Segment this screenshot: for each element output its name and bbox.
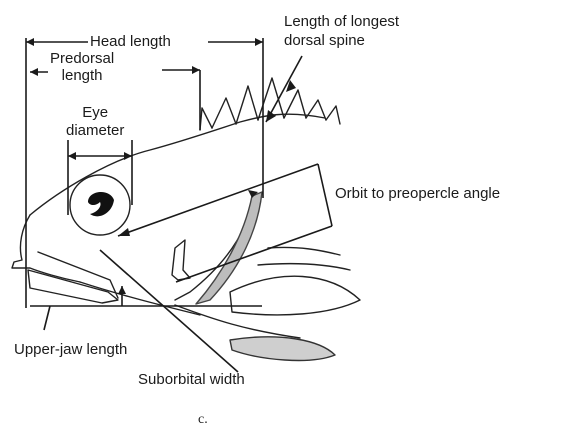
eye-diameter-label: Eye diameter: [66, 104, 124, 140]
dorsal-spine-7: [326, 106, 340, 124]
pectoral-fin: [230, 276, 360, 315]
upper-jaw-arrow: [118, 286, 126, 294]
orbit-to-preopercle-angle-label: Orbit to preopercle angle: [335, 186, 500, 202]
pupil: [88, 192, 114, 216]
snout-outline: [12, 215, 80, 282]
dorsal-spine-pointer: [266, 56, 302, 122]
dorsal-spine-2: [212, 98, 236, 128]
orbit-preopercle-end: [318, 164, 332, 226]
preopercle-shading: [196, 192, 262, 304]
upper-jaw-length-label: Upper-jaw length: [14, 342, 127, 358]
opercle-flap: [172, 240, 190, 280]
body-line-3: [258, 264, 350, 270]
dorsal-spine-1: [200, 108, 212, 130]
body-line-2: [268, 247, 340, 255]
orbit-preopercle-line-1: [118, 164, 318, 236]
eye-outline: [70, 175, 130, 235]
figure-caption: c.: [198, 412, 208, 428]
ventral-fin: [230, 337, 335, 361]
suborbital-width-label: Suborbital width: [138, 372, 245, 388]
orbit-preopercle-line-2: [176, 226, 332, 282]
predorsal-length-label: Predorsal length: [50, 50, 114, 84]
cheek-line: [80, 282, 200, 315]
head-length-arrow-right: [255, 38, 263, 46]
eye-diameter-arrow-left: [68, 152, 76, 160]
orbit-arrow-left: [118, 228, 130, 236]
head-length-arrow-left: [26, 38, 34, 46]
longest-dorsal-spine-label: Length of longest dorsal spine: [284, 12, 399, 50]
head-length-label: Head length: [88, 34, 173, 50]
upper-jaw-label-leader: [44, 306, 50, 330]
predorsal-arrow-left: [30, 68, 38, 76]
eye-diameter-arrow-right: [124, 152, 132, 160]
predorsal-arrow-right: [192, 66, 200, 74]
lower-jaw: [28, 270, 118, 303]
